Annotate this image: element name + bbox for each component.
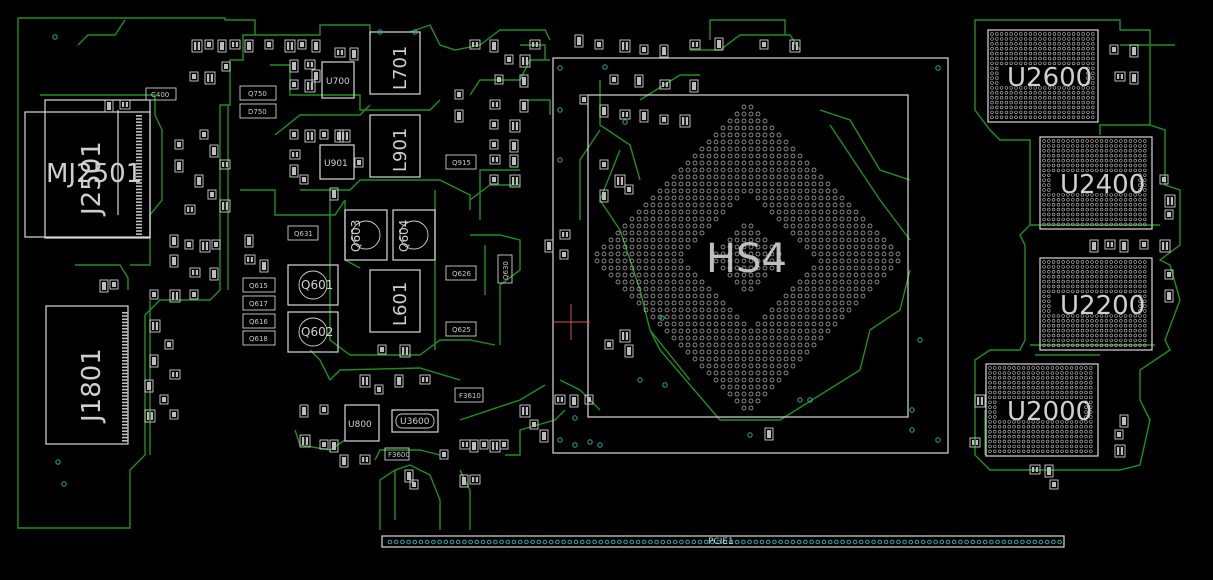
j1801-label: J1801 <box>77 348 107 424</box>
mosfet-q604: Q604 <box>392 209 436 261</box>
svg-text:Q617: Q617 <box>249 300 268 308</box>
memory-u2200: U2200 <box>1039 257 1153 351</box>
inductor-l901: L901 <box>369 114 421 178</box>
svg-text:Q601: Q601 <box>301 278 333 292</box>
u2000-label: U2000 <box>1007 397 1092 427</box>
u2600-label: U2600 <box>1007 63 1092 93</box>
svg-text:F3600: F3600 <box>388 451 410 459</box>
svg-text:U800: U800 <box>348 420 372 430</box>
svg-text:Q618: Q618 <box>249 335 268 343</box>
svg-text:F3610: F3610 <box>459 392 481 400</box>
smd-components <box>52 29 1176 490</box>
svg-text:Q750: Q750 <box>248 90 267 98</box>
svg-text:L701: L701 <box>390 46 411 90</box>
pcie-connector: PCIE1 <box>381 535 1065 548</box>
ic-u901: U901 <box>319 144 355 180</box>
inductor-l701: L701 <box>369 31 421 95</box>
svg-text:Q602: Q602 <box>301 325 333 339</box>
svg-text:Q604: Q604 <box>397 220 411 252</box>
heatsink-hs4: HS4 <box>552 57 949 454</box>
svg-text:U901: U901 <box>324 159 348 169</box>
heatsink-label: HS4 <box>706 236 787 282</box>
mj2501-label: MJ2501 <box>46 159 142 189</box>
inductor-l601: L601 <box>369 269 421 333</box>
memory-u2400: U2400 <box>1039 136 1153 230</box>
svg-text:Q631: Q631 <box>294 230 313 238</box>
ic-u800: U800 <box>344 404 380 442</box>
svg-text:Q616: Q616 <box>249 318 268 326</box>
svg-text:Q626: Q626 <box>452 270 471 278</box>
memory-u2600: U2600 <box>987 29 1099 123</box>
labeled-discretes: Q615 Q617 Q616 Q618 Q625 Q626 Q630 Q631 … <box>145 85 513 461</box>
svg-text:Q915: Q915 <box>452 159 471 167</box>
svg-text:Q625: Q625 <box>452 326 471 334</box>
svg-text:Q615: Q615 <box>249 282 268 290</box>
pcie-label: PCIE1 <box>708 537 734 547</box>
mosfet-q603: Q603 <box>344 209 388 261</box>
svg-text:D750: D750 <box>248 108 267 116</box>
connector-j2501: MJ2501 J2501 <box>24 99 151 239</box>
u2200-label: U2200 <box>1060 291 1145 321</box>
mosfet-q601: Q601 <box>287 264 339 306</box>
u2400-label: U2400 <box>1060 170 1145 200</box>
svg-text:Q630: Q630 <box>502 261 510 280</box>
memory-u2000: U2000 <box>985 363 1099 457</box>
connector-j1801: J1801 <box>45 305 129 445</box>
mosfet-q602: Q602 <box>287 311 339 353</box>
svg-text:L901: L901 <box>390 128 411 172</box>
svg-text:L601: L601 <box>390 282 411 326</box>
svg-text:U700: U700 <box>326 77 350 87</box>
j2501-label: J2501 <box>77 141 107 217</box>
ic-u700: U700 <box>321 61 355 99</box>
svg-text:Q603: Q603 <box>349 220 363 252</box>
crystal-u3600: U3600 <box>391 409 439 433</box>
svg-text:C400: C400 <box>151 91 169 99</box>
svg-text:U3600: U3600 <box>400 417 430 427</box>
